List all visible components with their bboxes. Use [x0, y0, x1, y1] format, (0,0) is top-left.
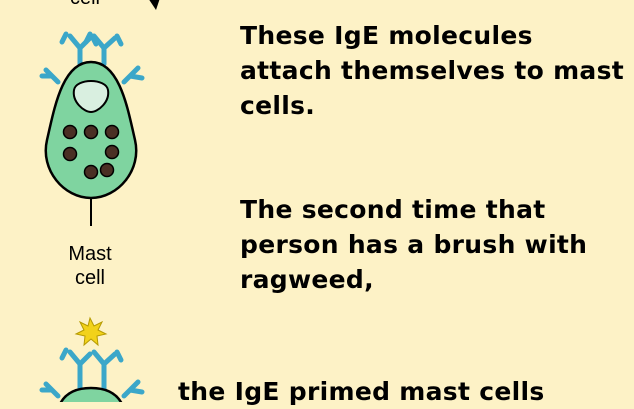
- caption-ige-attach: These IgE molecules attach themselves to…: [240, 21, 625, 120]
- caption-second-exposure: The second time that person has a brush …: [240, 195, 588, 294]
- mast-cell-label: Mast cell: [68, 243, 112, 289]
- allergen-icon: [74, 316, 108, 347]
- nucleus: [72, 80, 110, 114]
- granules: [62, 124, 120, 180]
- top-cell-label: cell: [55, 0, 115, 10]
- cell-body-2: [59, 386, 123, 402]
- ige-antibodies: [39, 31, 145, 85]
- caption-primed-mast-cells: the IgE primed mast cells: [178, 377, 545, 406]
